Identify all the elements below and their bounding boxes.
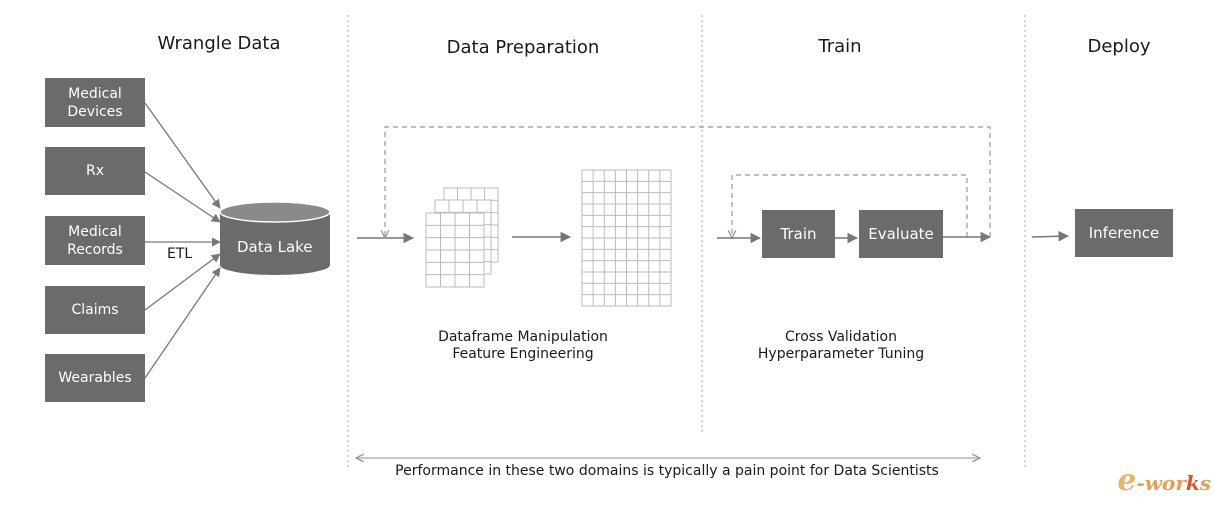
source-claims: Claims	[45, 286, 145, 334]
train-caption-line-2: Hyperparameter Tuning	[757, 346, 925, 362]
prep-caption: Dataframe Manipulation Feature Engineeri…	[438, 329, 608, 363]
train-box: Train	[762, 210, 835, 258]
outer-feedback-loop	[385, 126, 991, 238]
source-medical-devices: Medical Devices	[45, 78, 145, 127]
arrow-claims-to-lake	[144, 253, 221, 311]
arrow-into-inference	[1031, 231, 1070, 242]
logo-s: s	[1199, 471, 1211, 495]
train-caption: Cross Validation Hyperparameter Tuning	[758, 329, 924, 363]
logo-wor: -wor	[1136, 471, 1186, 495]
source-rx: Rx	[45, 147, 145, 195]
pain-point-note: Performance in these two domains is typi…	[395, 463, 939, 479]
eworks-logo: e-works	[1117, 463, 1211, 498]
evaluate-box: Evaluate	[859, 210, 943, 258]
source-medical-records: Medical Records	[45, 216, 145, 265]
etl-label: ETL	[167, 246, 193, 262]
arrow-wearables-to-lake	[144, 267, 221, 379]
header-train: Train	[818, 36, 862, 57]
source-wearables: Wearables	[45, 354, 145, 402]
train-caption-line-1: Cross Validation	[785, 329, 897, 345]
prep-caption-line-1: Dataframe Manipulation	[438, 329, 608, 345]
feature-matrix	[581, 169, 672, 307]
header-deploy: Deploy	[1087, 36, 1151, 57]
feature-grid-icon	[581, 169, 672, 307]
arrow-devices-to-lake	[144, 102, 221, 209]
logo-k: k	[1185, 471, 1200, 495]
dataframe-stack-icon	[425, 187, 499, 288]
header-wrangle-data: Wrangle Data	[157, 33, 281, 54]
inner-feedback-loop	[732, 174, 968, 238]
header-data-preparation: Data Preparation	[446, 37, 600, 58]
data-lake-label: Data Lake	[237, 238, 313, 256]
logo-e: e	[1117, 463, 1137, 498]
dataframe-sheet-front	[425, 212, 485, 288]
data-lake-cylinder	[219, 201, 331, 275]
prep-caption-line-2: Feature Engineering	[452, 346, 594, 362]
arrow-rx-to-lake	[144, 171, 221, 223]
inference-box: Inference	[1075, 209, 1173, 257]
